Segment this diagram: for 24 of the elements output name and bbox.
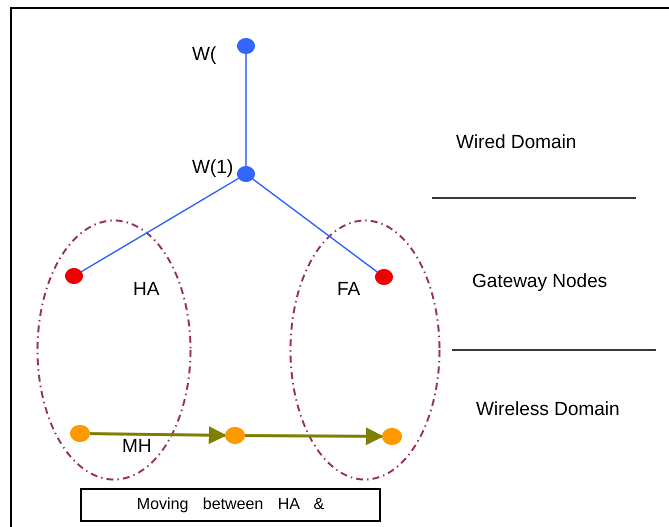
node-dot: [225, 427, 245, 444]
box-text: Moving between HA &: [136, 496, 324, 514]
node-label: FA: [337, 279, 360, 301]
node-dot: [65, 268, 83, 284]
node-dot: [237, 38, 255, 54]
domain-label: Wireless Domain: [476, 399, 620, 421]
arrow: [244, 427, 384, 446]
node-label: HA: [133, 279, 160, 301]
arrow: [90, 426, 227, 444]
domain-label: Wired Domain: [456, 132, 576, 154]
node-dot: [237, 166, 255, 182]
node-dot: [382, 428, 402, 445]
node-label: MH: [122, 436, 152, 458]
connector-line: [81, 178, 239, 272]
node-dot: [375, 269, 393, 285]
domain-label: Gateway Nodes: [472, 271, 608, 293]
node-dot: [70, 425, 90, 442]
text-box: [80, 488, 381, 522]
dashed-ellipse: [36, 219, 192, 481]
connector-line: [252, 178, 378, 272]
node-label: W(: [192, 44, 216, 66]
dashed-ellipse: [289, 219, 441, 481]
connector-line: [245, 54, 247, 166]
node-label: W(1): [192, 157, 234, 179]
